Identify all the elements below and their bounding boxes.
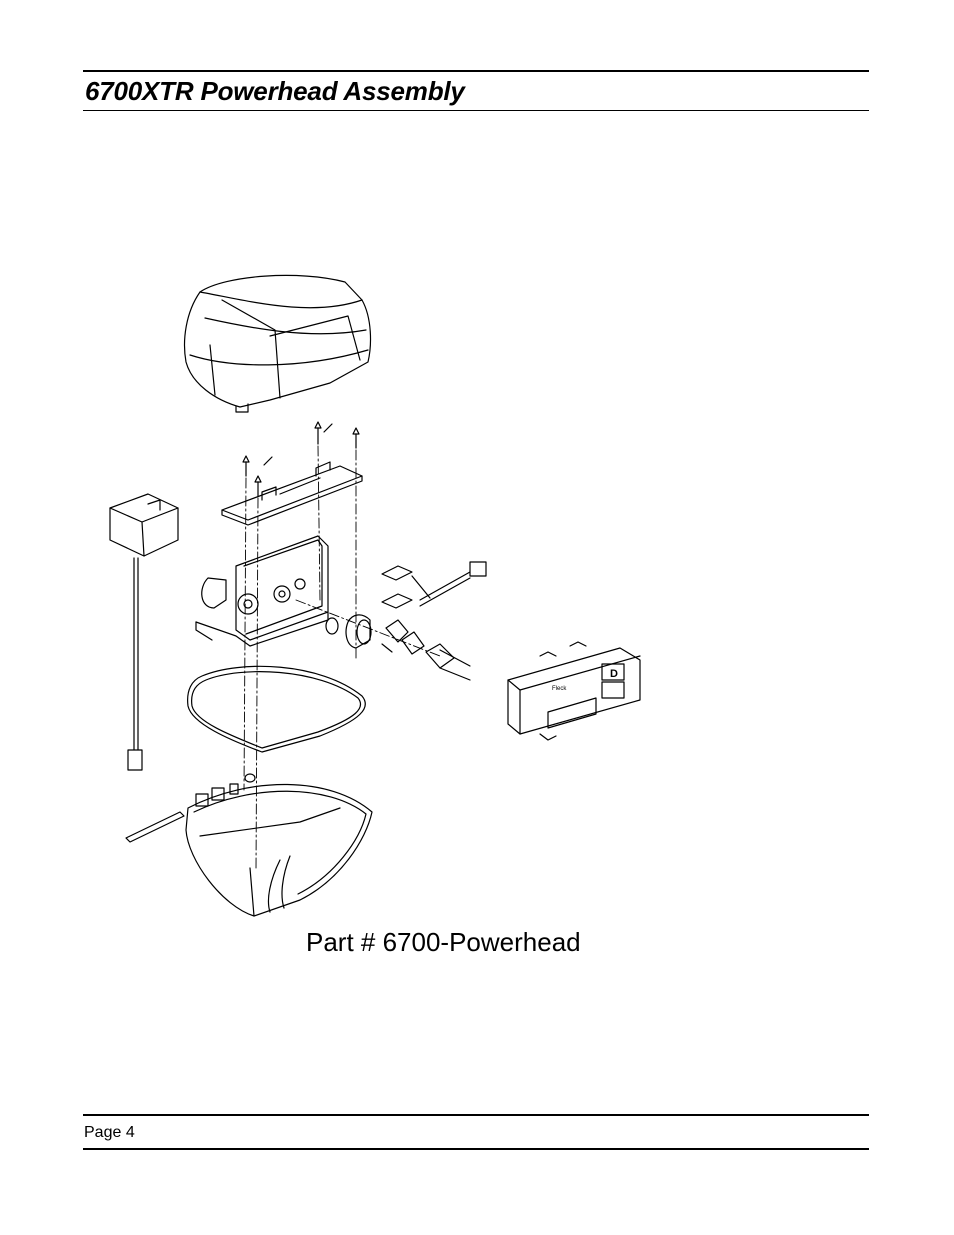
base-housing xyxy=(126,774,372,916)
switch-harness xyxy=(382,562,486,608)
header-bottom-rule xyxy=(83,110,869,111)
display-panel xyxy=(508,642,640,740)
display-badge-letter: D xyxy=(610,668,618,680)
power-transformer xyxy=(110,494,178,770)
header-top-rule xyxy=(83,70,869,72)
page-number: Page 4 xyxy=(84,1124,135,1141)
display-brand-logo: Fleck xyxy=(552,686,567,692)
page-title: 6700XTR Powerhead Assembly xyxy=(85,76,465,106)
upper-bracket xyxy=(222,462,362,525)
footer-top-rule xyxy=(83,1114,869,1116)
drive-cam-parts xyxy=(326,615,470,680)
upper-fasteners xyxy=(243,422,359,496)
top-cover xyxy=(185,275,371,412)
motor-housing xyxy=(196,536,328,646)
assembly-centerlines xyxy=(244,446,440,870)
footer-bottom-rule xyxy=(83,1148,869,1150)
cover-gasket xyxy=(188,666,366,752)
figure-caption: Part # 6700-Powerhead xyxy=(306,927,581,957)
